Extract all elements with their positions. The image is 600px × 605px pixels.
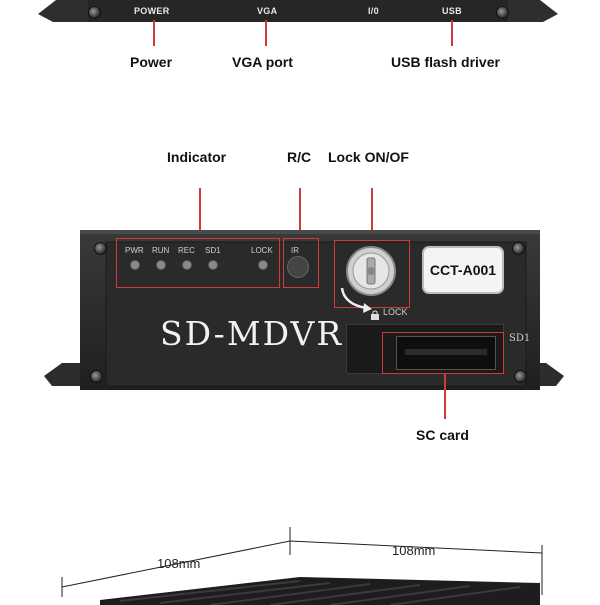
vga-callout: VGA port [232,54,293,70]
dimension-drawing [61,527,543,605]
model-badge: CCT-A001 [422,246,504,294]
rc-callout-line [299,188,301,238]
led-label-lock: LOCK [251,246,273,255]
key-lock-icon[interactable] [345,245,397,297]
sd-card-callout: SC card [416,427,469,443]
indicator-callout: Indicator [167,149,227,165]
indicator-callout-line [199,188,201,238]
led-pwr [130,260,140,270]
lock-callout: Lock ON/OF [328,149,409,165]
lock-callout-line [371,188,373,240]
dvr-front-panel: PWR RUN REC SD1 LOCK IR LOCK CCT-A001 SD… [44,228,564,393]
indicator-highlight [116,238,280,288]
ir-label: IR [291,246,299,255]
led-rec [182,260,192,270]
vga-callout-line [265,20,267,46]
screw-icon [94,242,107,255]
rotate-arrow-icon [340,287,372,313]
led-run [156,260,166,270]
padlock-icon [370,307,379,320]
sd-card-highlight [382,332,504,374]
led-label-sd1: SD1 [205,246,221,255]
sd-card-slot[interactable] [396,336,496,370]
led-lock [258,260,268,270]
depth-dimension: 108mm [392,543,436,558]
led-label-run: RUN [152,246,170,255]
screw-icon [496,6,509,19]
screw-icon [90,370,103,383]
rc-callout: R/C [287,149,312,165]
screw-icon [514,370,527,383]
screw-icon [88,6,101,19]
vga-port-label: VGA [257,6,278,16]
led-label-rec: REC [178,246,195,255]
rear-panel: POWER VGA I/0 USB [38,0,558,22]
width-dimension: 108mm [157,556,201,571]
ir-highlight [283,238,319,288]
power-callout-line [153,20,155,46]
io-port-label: I/0 [368,6,379,16]
lock-label: LOCK [383,307,408,317]
usb-port-label: USB [442,6,462,16]
lock-highlight [334,240,410,308]
usb-callout: USB flash driver [391,54,500,70]
power-port-label: POWER [134,6,170,16]
brand-logo-text: SD-MDVR [160,314,344,353]
power-callout: Power [130,54,173,70]
led-label-pwr: PWR [125,246,144,255]
usb-callout-line [451,20,453,46]
led-sd1 [208,260,218,270]
rear-panel-body [38,0,558,22]
slot-label: SD1 [509,333,531,344]
ir-sensor-icon [287,256,309,278]
screw-icon [512,242,525,255]
sd-card-callout-line [444,373,446,419]
